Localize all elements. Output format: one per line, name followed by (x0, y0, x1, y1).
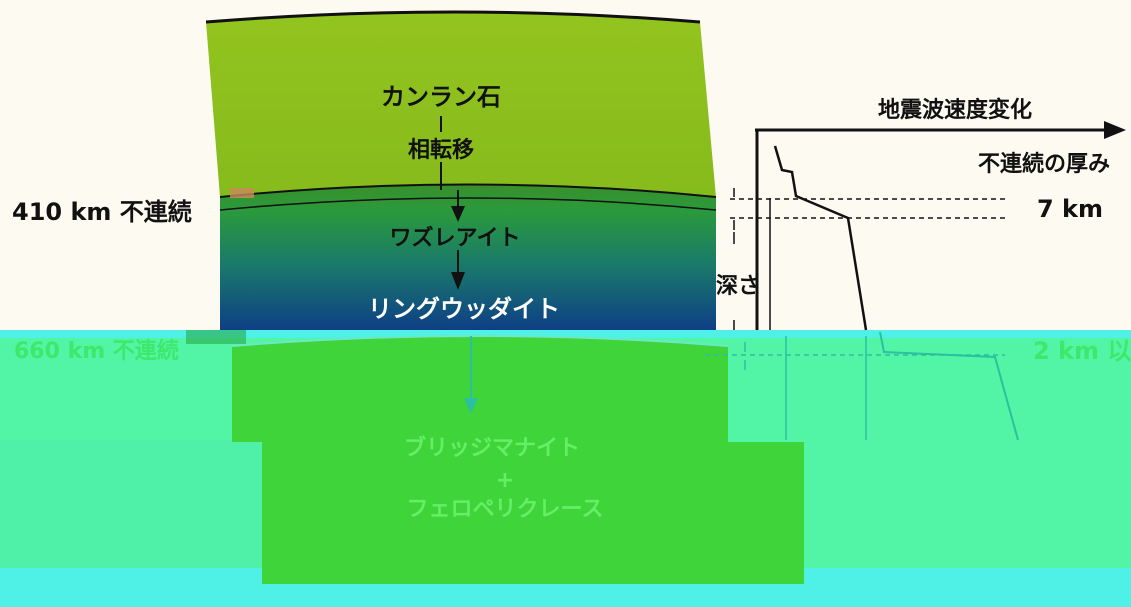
depth-label: 深さ (716, 274, 760, 299)
discontinuity-410-line-lower (219, 197, 717, 211)
glitch-patch-660 (186, 330, 246, 344)
label-plus: + (496, 468, 514, 493)
discontinuity-660-line (231, 335, 729, 347)
discontinuity-410-line-upper (219, 183, 717, 198)
surface-line (205, 10, 701, 24)
label-phase-transition: 相転移 (408, 137, 474, 163)
velocity-arrow-head (1104, 121, 1126, 139)
glitch-patch (230, 188, 254, 198)
label-410-discontinuity: 410 km 不連続 (12, 198, 192, 226)
velocity-profile-upper (773, 145, 868, 331)
arrow-head-3 (464, 398, 478, 414)
right-overlay-block (730, 330, 1131, 442)
arrow-head-1 (451, 206, 465, 222)
thickness-410: 7 km (1037, 195, 1103, 223)
transition-zone-layer (220, 184, 716, 330)
velocity-profile-lower (879, 331, 1019, 441)
arrow-head-2 (451, 272, 465, 290)
lower-mantle-block (262, 442, 804, 584)
olivine-layer (206, 12, 716, 197)
lower-mantle-upper-layer (232, 336, 728, 442)
label-660-discontinuity: 660 km 不連続 (14, 338, 179, 364)
velocity-change-title: 地震波速度変化 (878, 97, 1032, 123)
thickness-660: 2 km 以下 (1033, 337, 1131, 365)
label-olivine: カンラン石 (381, 83, 501, 111)
label-wadsleyite: ワズレアイト (390, 225, 521, 251)
label-bridgmanite: ブリッジマナイト (404, 435, 580, 461)
top-cyan-strip (0, 330, 1131, 338)
thickness-header: 不連続の厚み (978, 151, 1110, 177)
label-ferropericlase: フェロペリクレース (407, 497, 604, 522)
label-ringwoodite: リングウッダイト (368, 295, 560, 323)
